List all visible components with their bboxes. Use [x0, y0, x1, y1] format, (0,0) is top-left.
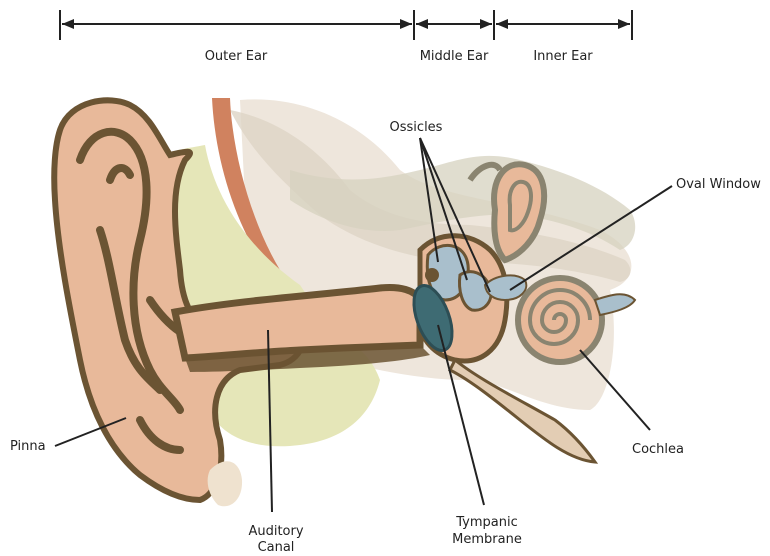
- vestibule: [485, 275, 526, 300]
- auditory-canal-label-line2: Canal: [258, 540, 295, 555]
- oval-window-label: Oval Window: [676, 177, 761, 192]
- cochlea-shape: [518, 278, 602, 362]
- tympanic-membrane-label-line1: Tympanic: [455, 515, 518, 530]
- earlobe: [208, 461, 242, 506]
- cochlea-label: Cochlea: [632, 442, 684, 457]
- middle-ear-label: Middle Ear: [420, 49, 489, 64]
- pinna-label: Pinna: [10, 439, 46, 454]
- section-arrows: [60, 10, 632, 40]
- auditory-canal-label-line1: Auditory: [248, 524, 303, 539]
- tympanic-membrane-label-line2: Membrane: [452, 532, 522, 547]
- inner-ear-label: Inner Ear: [533, 49, 593, 64]
- ossicles-label: Ossicles: [390, 120, 443, 135]
- outer-ear-label: Outer Ear: [205, 49, 268, 64]
- auditory-nerve: [595, 294, 635, 315]
